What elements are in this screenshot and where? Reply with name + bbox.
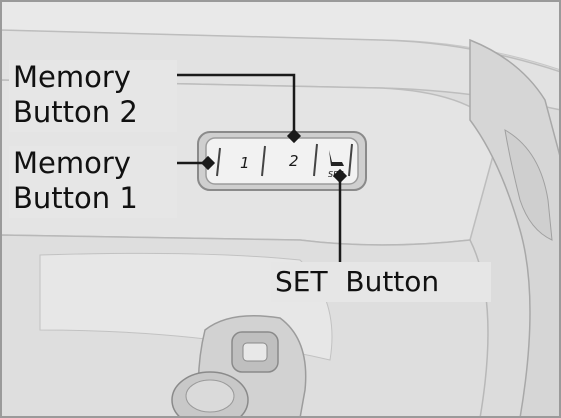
leader-memory-2-marker — [286, 128, 302, 144]
callout-set-button: SET Button — [271, 262, 491, 302]
leader-memory-2 — [170, 73, 296, 136]
callout-line: Button 2 — [13, 95, 138, 129]
callout-line: Button 1 — [13, 181, 138, 215]
separator — [313, 143, 318, 177]
separator — [216, 147, 221, 177]
leader-set-marker — [332, 168, 348, 184]
mirror-knob-top — [185, 379, 235, 413]
separator — [348, 143, 353, 177]
seat-contour — [504, 129, 553, 241]
seat-side — [469, 38, 561, 418]
callout-memory-button-2: Memory Button 2 — [9, 60, 177, 132]
door-trim-upper — [0, 29, 561, 111]
seat-icon — [329, 150, 344, 166]
separator — [261, 145, 266, 177]
callout-line: Memory — [13, 60, 131, 94]
leader-memory-1-marker — [200, 155, 216, 171]
lock-switch-key — [242, 342, 268, 362]
callout-line: SET Button — [275, 265, 440, 298]
panel-button-1-label: 1 — [240, 154, 250, 172]
panel-button-2-label: 2 — [289, 152, 299, 170]
callout-memory-button-1: Memory Button 1 — [9, 146, 177, 218]
callout-line: Memory — [13, 146, 131, 180]
